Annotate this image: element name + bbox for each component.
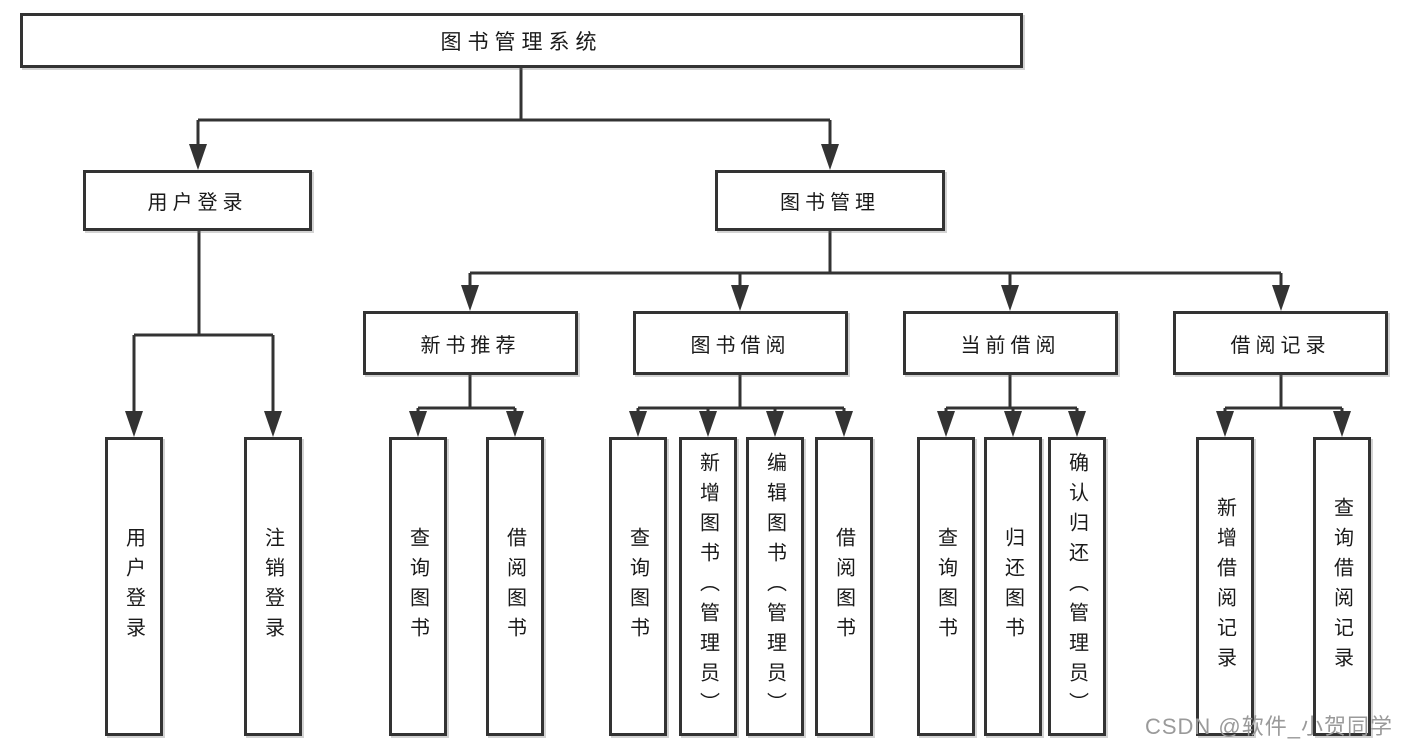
node-label: 查询图书 (626, 526, 649, 647)
node-label: 编辑图书（管理员） (763, 451, 786, 722)
node-label: 查询图书 (406, 526, 429, 647)
node-label: 用户登录 (122, 526, 145, 647)
node-label: 查询借阅记录 (1330, 496, 1353, 677)
leaf-recommend-query-books: 查询图书 (389, 437, 447, 736)
leaf-logout: 注销登录 (244, 437, 302, 736)
connector-recommend-to-leaves (409, 375, 524, 437)
connector-borrow-to-leaves (629, 375, 853, 437)
node-label: 图书管理 (780, 192, 880, 214)
node-label: 新增图书（管理员） (696, 451, 719, 722)
node-label: 新增借阅记录 (1213, 496, 1236, 677)
node-label: 借阅记录 (1230, 334, 1331, 357)
csdn-watermark: CSDN @软件_小贺同学 (1144, 714, 1393, 739)
leaf-current-return-books: 归还图书 (984, 437, 1042, 736)
connector-records-to-leaves (1216, 375, 1351, 437)
leaf-records-query-record: 查询借阅记录 (1313, 437, 1371, 736)
node-label: 借阅图书 (832, 526, 855, 647)
node-user-login: 用户登录 (83, 170, 312, 231)
node-label: 确认归还（管理员） (1065, 451, 1088, 722)
node-label: 归还图书 (1001, 526, 1024, 647)
node-label: 图书借阅 (690, 334, 791, 357)
node-label: 注销登录 (261, 526, 284, 647)
node-current-borrow: 当前借阅 (903, 311, 1118, 375)
leaf-borrow-query-books: 查询图书 (609, 437, 667, 736)
node-label: 用户登录 (147, 192, 248, 214)
node-label: 图书管理系统 (440, 30, 603, 54)
node-borrow-records: 借阅记录 (1173, 311, 1388, 375)
leaf-recommend-borrow-books: 借阅图书 (486, 437, 544, 736)
leaf-user-login: 用户登录 (105, 437, 163, 736)
leaf-borrow-edit-books-admin: 编辑图书（管理员） (746, 437, 804, 736)
connector-user-login-to-leaves (125, 231, 282, 437)
connector-root-to-level2 (189, 68, 839, 170)
node-book-borrow: 图书借阅 (633, 311, 848, 375)
leaf-current-query-books: 查询图书 (917, 437, 975, 736)
node-book-management: 图书管理 (715, 170, 945, 231)
node-label: 查询图书 (934, 526, 957, 647)
leaf-current-confirm-return-admin: 确认归还（管理员） (1048, 437, 1106, 736)
leaf-borrow-borrow-books: 借阅图书 (815, 437, 873, 736)
node-library-management-system: 图书管理系统 (20, 13, 1023, 68)
node-label: 借阅图书 (503, 526, 526, 647)
leaf-borrow-add-books-admin: 新增图书（管理员） (679, 437, 737, 736)
node-new-book-recommend: 新书推荐 (363, 311, 578, 375)
connector-current-to-leaves (937, 375, 1086, 437)
leaf-records-add-record: 新增借阅记录 (1196, 437, 1254, 736)
connector-book-management-to-level3 (461, 231, 1290, 311)
node-label: 新书推荐 (420, 334, 521, 357)
node-label: 当前借阅 (960, 334, 1061, 357)
